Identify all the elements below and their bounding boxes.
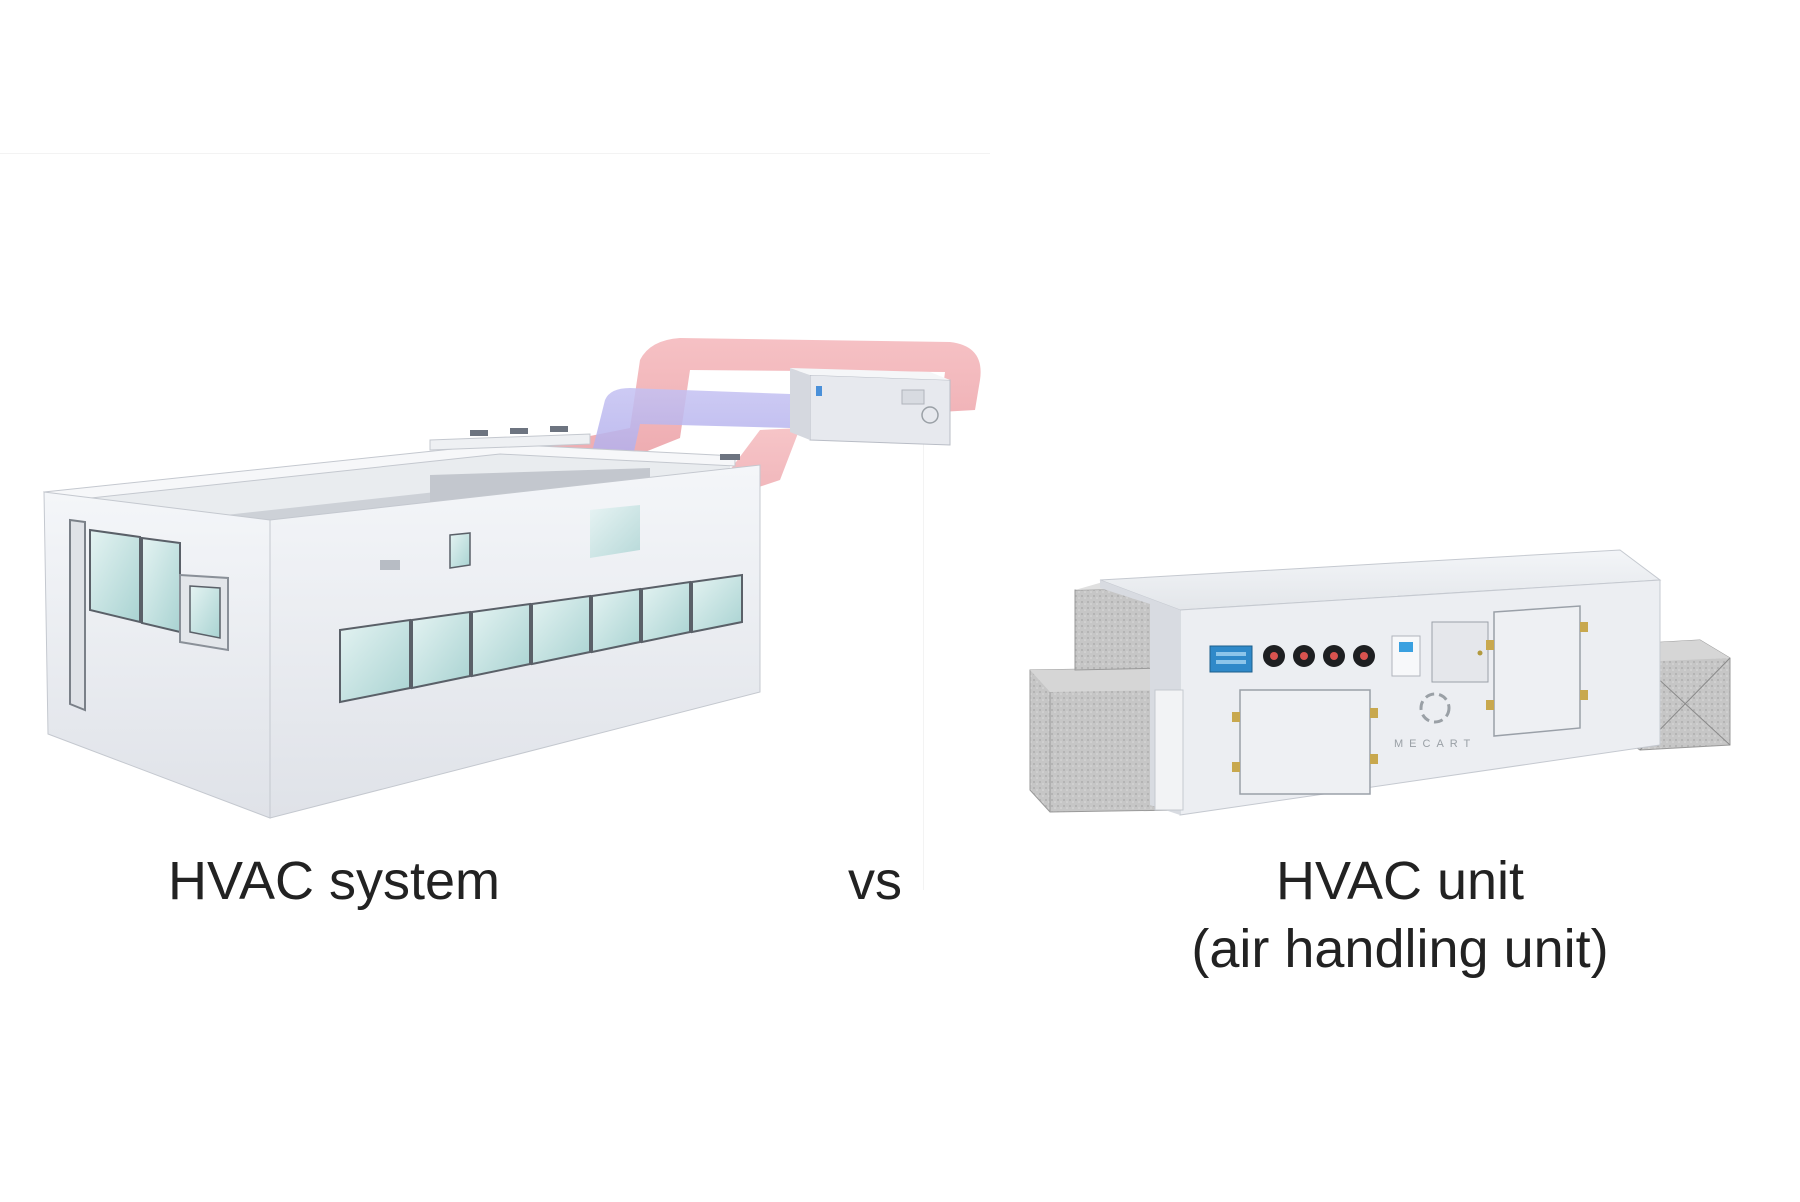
control-display-icon bbox=[1209, 645, 1253, 673]
access-door-right bbox=[1493, 605, 1581, 737]
rooftop-ahu bbox=[790, 368, 951, 446]
caption-hvac-system: HVAC system bbox=[168, 851, 501, 911]
divider-mid bbox=[923, 430, 924, 890]
caption-hvac-unit: HVAC unit (air handling unit) bbox=[1150, 848, 1650, 983]
caption-hvac-unit-line1: HVAC unit bbox=[1275, 851, 1525, 911]
cleanroom-building bbox=[42, 426, 761, 819]
divider-top bbox=[0, 153, 990, 154]
caption-vs: vs bbox=[848, 851, 902, 911]
hvac-unit-illustration: MECART bbox=[1020, 540, 1760, 840]
unit-brand-text: MECART bbox=[1394, 738, 1476, 750]
mecart-logo-icon bbox=[1419, 692, 1451, 724]
access-door-left bbox=[1239, 689, 1371, 795]
hvac-system-drawing bbox=[42, 338, 981, 819]
hvac-system-illustration bbox=[30, 320, 1000, 840]
hvac-unit-drawing: MECART bbox=[1029, 549, 1731, 816]
caption-hvac-unit-line2: (air handling unit) bbox=[1191, 918, 1609, 979]
pressure-gauges-icon bbox=[1263, 645, 1375, 667]
air-handling-unit-body: MECART bbox=[1099, 549, 1662, 816]
intake-filter bbox=[1029, 580, 1200, 813]
